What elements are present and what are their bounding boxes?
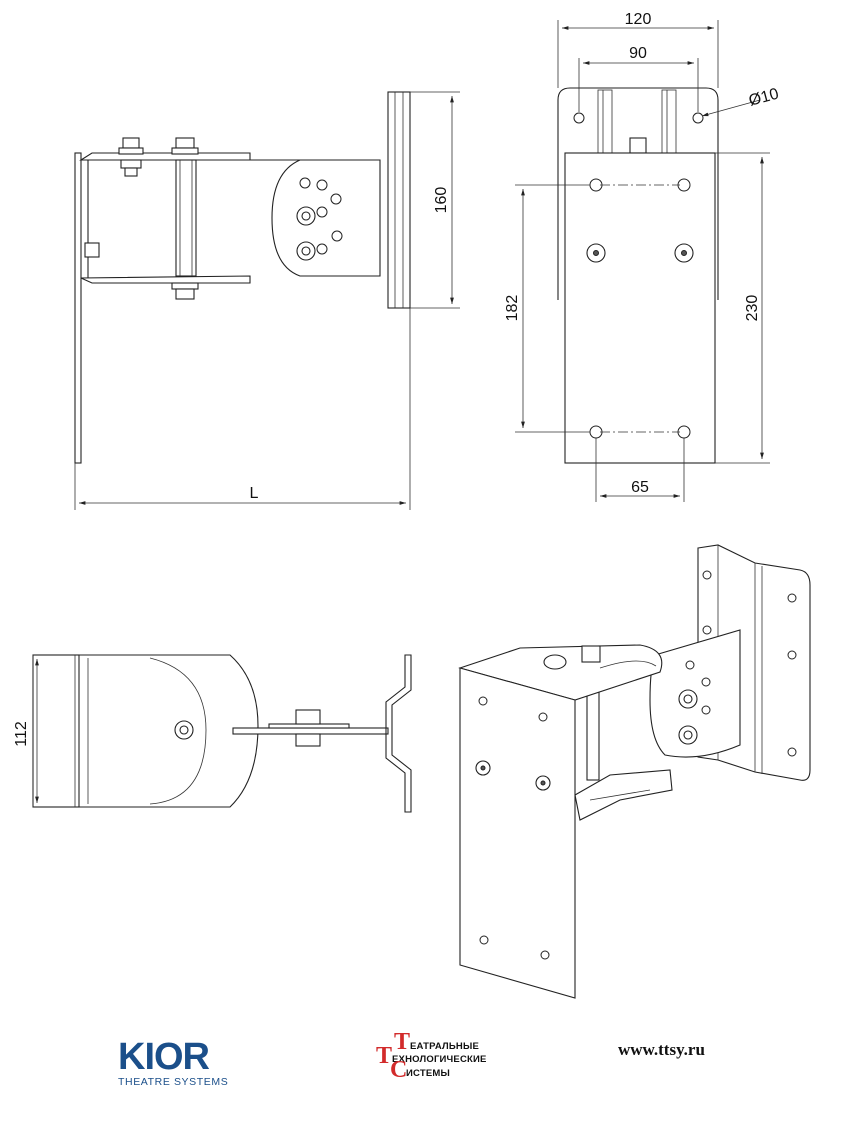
top-view: 112 [13, 654, 412, 813]
dimension-120: 120 [625, 11, 652, 28]
dimension-90: 90 [629, 45, 647, 62]
bolt-head [175, 288, 195, 300]
bolt-head [175, 137, 195, 149]
tts-line-3: ИСТЕМЫ [406, 1068, 451, 1079]
kior-logo-text: KIOR [118, 1036, 210, 1078]
speaker-plate-side [387, 91, 411, 309]
lower-arm [80, 275, 251, 284]
top-view-plate [32, 654, 80, 808]
dimension-L: L [250, 485, 259, 502]
tts-line-2: ЕХНОЛОГИЧЕСКИЕ [392, 1054, 487, 1065]
dimension-112: 112 [13, 721, 30, 747]
iso-wall-plate [459, 667, 576, 999]
footer: KIOR THEATRE SYSTEMS Т ЕАТРАЛЬНЫЕ Т ЕХНО… [0, 1028, 853, 1098]
dimension-160: 160 [433, 187, 450, 214]
iso-top-arm [458, 644, 663, 701]
top-view-arm [232, 727, 389, 735]
front-view: 120 90 Ø10 182 230 65 [504, 11, 781, 502]
top-view-bent-plate [385, 654, 412, 813]
isometric-view [458, 544, 811, 999]
wall-plate-front [564, 152, 716, 464]
top-nut [629, 137, 647, 154]
tts-line-1: ЕАТРАЛЬНЫЕ [410, 1041, 479, 1052]
dimension-182: 182 [504, 295, 521, 322]
tts-logo: Т ЕАТРАЛЬНЫЕ Т ЕХНОЛОГИЧЕСКИЕ С ИСТЕМЫ [372, 1030, 512, 1090]
website-link[interactable]: www.ttsy.ru [618, 1040, 705, 1059]
wall-plate-side [74, 152, 82, 464]
dimension-diameter: Ø10 [747, 86, 781, 110]
tts-cap-2: Т [376, 1043, 393, 1069]
dimension-65: 65 [631, 479, 649, 496]
iso-bolt [543, 654, 567, 670]
tts-cap-1: Т [394, 1029, 411, 1055]
tts-cap-3: С [390, 1057, 408, 1083]
upper-arm [79, 152, 251, 161]
iso-axle [586, 689, 600, 781]
dimension-230: 230 [744, 295, 761, 322]
kior-logo: KIOR THEATRE SYSTEMS [118, 1038, 238, 1088]
iso-nut [581, 645, 601, 663]
kior-tagline: THEATRE SYSTEMS [118, 1076, 229, 1088]
wall-bolt [84, 242, 100, 258]
rotation-plate [250, 159, 381, 277]
side-view: 160 L [74, 91, 460, 510]
bolt-head [122, 137, 140, 149]
axle [175, 159, 197, 277]
